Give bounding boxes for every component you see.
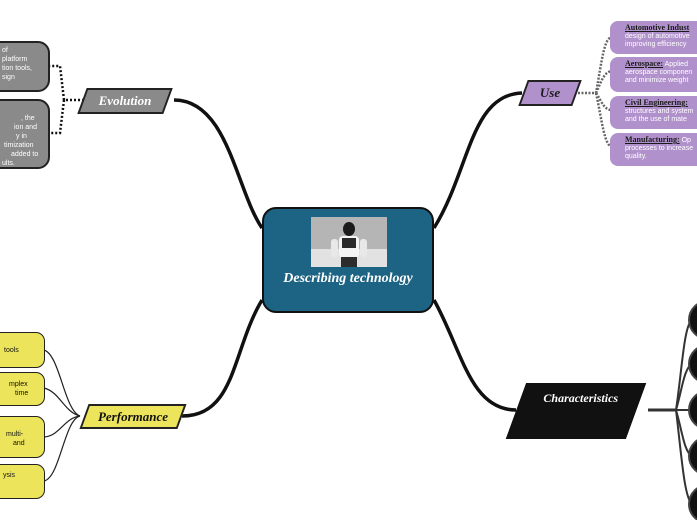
performance-item-4[interactable]: ysis	[0, 464, 45, 499]
use-item-manufacturing-line-1: processes to increase	[625, 145, 694, 152]
use-item-manufacturing-heading: Manufacturing:	[625, 135, 680, 144]
branch-evolution[interactable]: Evolution	[77, 88, 173, 114]
use-item-manufacturing-line-2: quality.	[625, 153, 647, 160]
performance-item-3-line-2: and	[13, 440, 25, 447]
branch-use-label: Use	[539, 85, 561, 100]
link-evolution-item-1	[50, 64, 84, 102]
evolution-item-1-line-3: tion tools,	[2, 65, 32, 72]
evolution-item-2-line-1: , the	[21, 115, 35, 122]
use-item-aerospace-rest: Applied	[663, 61, 688, 68]
evolution-item-2[interactable]: , the ion and y in timization added to u…	[0, 99, 50, 169]
performance-item-3-line-1: multi-	[6, 431, 24, 438]
use-item-aerospace-heading: Aerospace:	[625, 59, 664, 68]
performance-item-2-line-2: time	[15, 390, 29, 397]
link-performance-item-4	[43, 415, 81, 482]
use-item-automotive-line-1: design of automotive	[625, 33, 690, 40]
use-item-manufacturing-rest: Op	[679, 137, 691, 144]
link-performance-item-2	[43, 387, 81, 417]
use-item-automotive[interactable]: Automotive Indust design of automotive i…	[610, 21, 697, 54]
link-central-characteristics	[432, 299, 517, 412]
evolution-item-2-line-6: ults.	[2, 160, 15, 167]
use-item-civil-engineering-line-2: and the use of mate	[625, 116, 687, 123]
evolution-item-2-line-2: ion and	[14, 124, 37, 131]
use-item-aerospace-line-2: and minimize weight	[625, 77, 689, 84]
use-item-aerospace[interactable]: Aerospace: Applied aerospace componen an…	[610, 57, 697, 92]
performance-item-3[interactable]: multi- and	[0, 416, 45, 458]
branch-characteristics[interactable]: Characteristics	[505, 383, 647, 439]
branch-performance-label: Performance	[97, 409, 169, 424]
evolution-item-1[interactable]: of platform tion tools, sign	[0, 41, 50, 92]
use-item-manufacturing[interactable]: Manufacturing: Op processes to increase …	[610, 133, 697, 166]
branch-characteristics-label: Characteristics	[543, 391, 619, 405]
robot-image	[311, 217, 387, 267]
use-item-civil-engineering-heading: Civil Engineering:	[625, 98, 688, 107]
branch-use[interactable]: Use	[518, 80, 582, 106]
evolution-item-2-line-3: y in	[16, 133, 27, 140]
performance-item-1[interactable]: tools	[0, 332, 45, 368]
link-central-evolution	[173, 98, 264, 229]
performance-item-2[interactable]: mplex time	[0, 372, 45, 406]
branch-performance[interactable]: Performance	[79, 404, 187, 429]
link-use-item-1	[578, 35, 613, 95]
evolution-item-1-line-4: sign	[2, 74, 15, 81]
evolution-item-1-line-1: of	[2, 47, 8, 54]
branch-evolution-label: Evolution	[98, 93, 152, 108]
link-performance-item-1	[43, 349, 81, 417]
performance-item-1-line-1: tools	[4, 347, 19, 354]
link-central-use	[432, 91, 523, 229]
evolution-item-1-line-2: platform	[2, 56, 28, 63]
use-item-aerospace-line-1: aerospace componen	[625, 69, 693, 76]
performance-item-2-line-1: mplex	[9, 381, 28, 388]
use-item-civil-engineering-line-1: structures and system	[625, 108, 694, 115]
central-topic-title: Describing technology	[283, 271, 413, 286]
performance-item-4-line-1: ysis	[3, 472, 16, 479]
link-central-performance	[181, 299, 264, 418]
use-item-automotive-heading: Automotive Indust	[625, 23, 690, 32]
link-evolution-item-2	[50, 99, 66, 135]
evolution-item-2-line-5: added to	[11, 151, 39, 158]
central-topic[interactable]: Describing technology	[262, 207, 434, 313]
use-item-automotive-line-2: improving efficiency	[625, 41, 687, 48]
evolution-item-2-line-4: timization	[4, 142, 34, 149]
robot-photo	[311, 217, 387, 267]
link-performance-item-3	[43, 415, 81, 438]
use-item-civil-engineering[interactable]: Civil Engineering: structures and system…	[610, 96, 697, 129]
